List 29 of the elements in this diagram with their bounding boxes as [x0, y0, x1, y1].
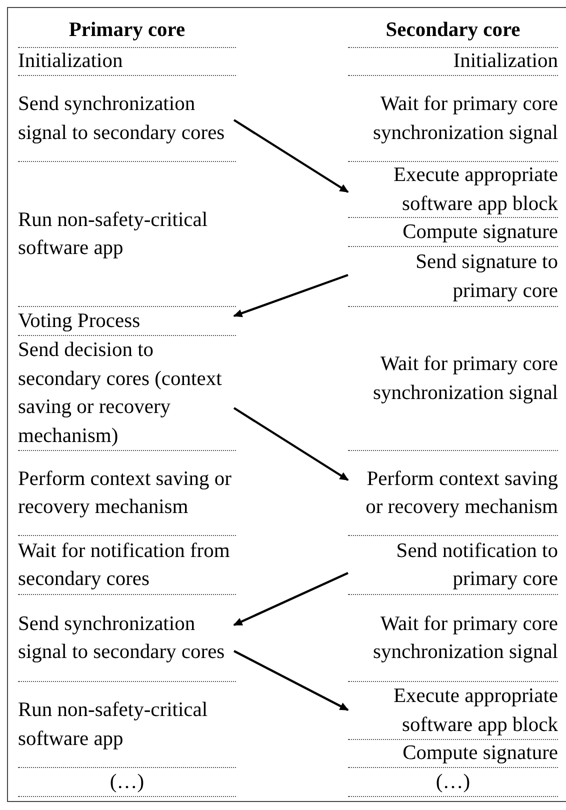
- step-text: Send notification to primary core: [395, 538, 558, 592]
- step-text: Wait for primary core synchronization signal: [372, 92, 558, 146]
- step-text: Run non-safety-critical software app: [18, 698, 209, 752]
- arrow: [233, 407, 349, 481]
- arrow: [233, 274, 348, 318]
- arrow: [234, 650, 349, 711]
- step-text: (…): [110, 770, 144, 795]
- step-text: Send signature to primary core: [414, 250, 558, 304]
- step-text: Compute signature: [402, 220, 558, 245]
- arrow: [233, 119, 349, 193]
- column-heading: Secondary core: [348, 12, 558, 48]
- step-text: Send synchronization signal to secondary cores: [18, 612, 226, 665]
- step-text: Wait for primary core synchronization signal: [372, 612, 558, 665]
- step-text: Send synchronization signal to secondary cores: [18, 92, 226, 146]
- step-text: Initialization: [453, 49, 558, 74]
- step-text: (…): [436, 770, 470, 795]
- step-text: Compute signature: [402, 741, 558, 766]
- step-text: Perform context saving or recovery mechanism: [18, 466, 232, 520]
- step-text: Perform context saving or recovery mechanism: [364, 466, 558, 520]
- step-text: Run non-safety-critical software app: [18, 208, 209, 261]
- step-text: Send decision to secondary cores (context saving or recovery mechanism): [18, 338, 223, 448]
- step-text: Execute appropriate software app block: [392, 684, 558, 738]
- step-text: Execute appropriate software app block: [392, 163, 558, 216]
- step-text: Wait for notification from secondary cores: [18, 538, 231, 592]
- step-text: Wait for primary core synchronization signal: [372, 352, 558, 406]
- arrow: [233, 572, 348, 626]
- step-text: Initialization: [18, 49, 123, 74]
- step-text: Voting Process: [18, 308, 140, 334]
- column-heading: Primary core: [18, 12, 236, 48]
